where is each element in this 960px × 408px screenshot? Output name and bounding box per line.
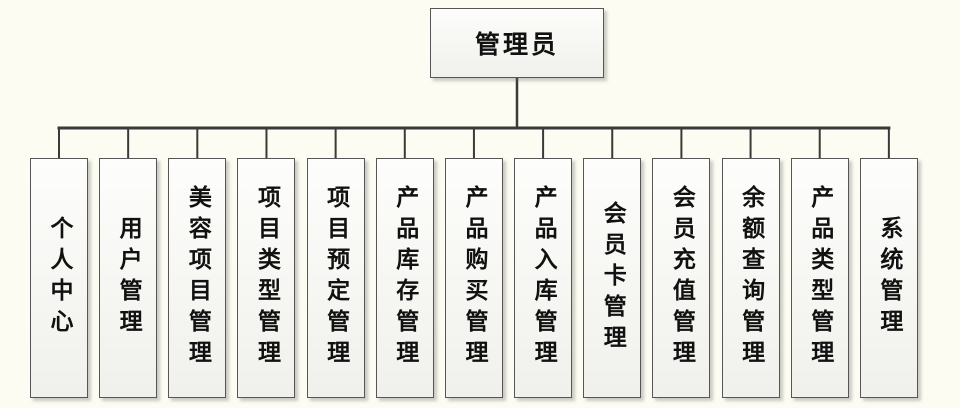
node-7: 产品购买管理 [444,158,503,398]
root-node-label: 管理员 [474,30,559,59]
node-8: 产品入库管理 [514,158,573,398]
node-label: 个人中心 [46,216,72,340]
node-label: 产品入库管理 [530,185,557,371]
node-label: 美容项目管理 [184,185,211,371]
node-label: 产品类型管理 [806,185,833,371]
node-11: 余额查询管理 [721,158,780,398]
node-13: 系统管理 [859,158,918,398]
node-10: 会员充值管理 [652,158,711,398]
node-label: 用户管理 [115,216,142,340]
node-12: 产品类型管理 [790,158,849,398]
node-label: 会员充值管理 [668,185,695,371]
node-label: 余额查询管理 [737,185,764,371]
node-label: 项目类型管理 [253,185,280,371]
node-9: 会员卡管理 [583,158,642,398]
node-3: 美容项目管理 [168,158,227,398]
node-4: 项目类型管理 [237,158,296,398]
child-nodes: 个人中心 用户管理 美容项目管理 项目类型管理 项目预定管理 产品库存管理 产品购买管理 产品… [30,158,918,398]
node-2: 用户管理 [99,158,158,398]
node-label: 会员卡管理 [599,200,626,356]
node-label: 产品购买管理 [460,185,487,371]
node-1: 个人中心 [30,158,88,398]
node-5: 项目预定管理 [306,158,365,398]
root-node-admin: 管理员 [430,8,604,78]
node-label: 产品库存管理 [391,185,418,371]
node-label: 系统管理 [875,216,902,340]
node-label: 项目预定管理 [322,185,349,371]
node-6: 产品库存管理 [375,158,434,398]
